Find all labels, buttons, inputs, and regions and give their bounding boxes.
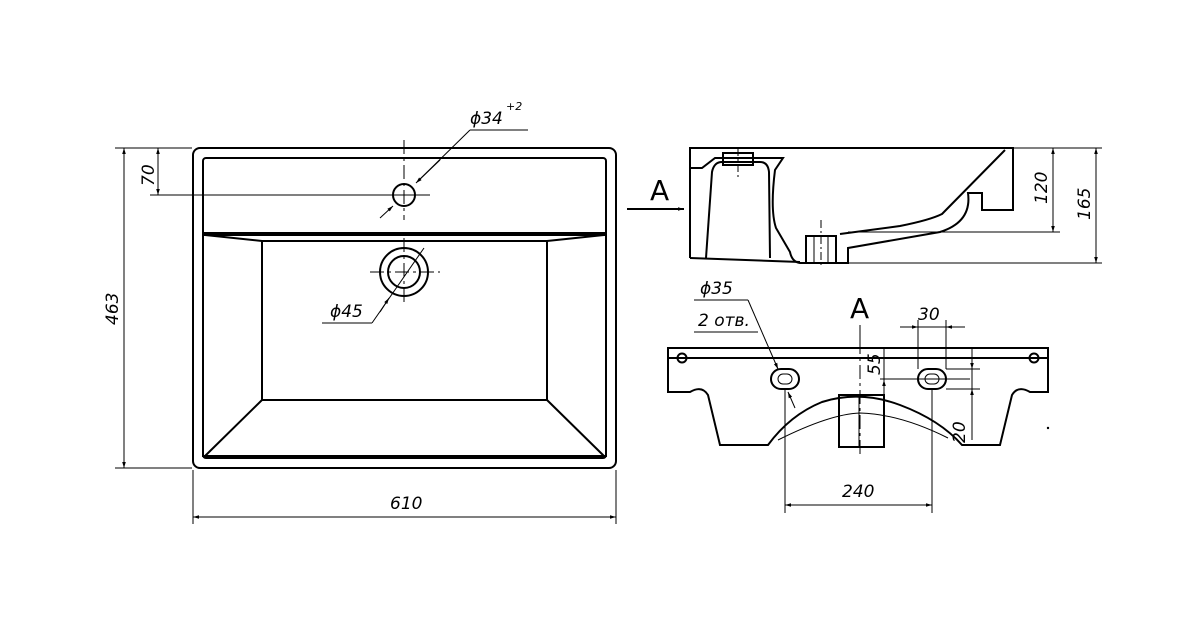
front-bowl-edge — [777, 412, 949, 441]
front-corner-hole-left — [676, 352, 688, 364]
top-view: ϕ34 +2 ϕ45 610 463 70 — [103, 100, 617, 524]
tap-hole-tolerance: +2 — [506, 100, 522, 113]
side-bowl-slope — [839, 149, 1006, 235]
depth-dim-label: 463 — [103, 293, 123, 325]
drain-label: ϕ45 — [330, 302, 363, 322]
side-view-marker: A — [650, 174, 669, 207]
front-drain-pipe — [838, 394, 885, 448]
bowl-corner-tr — [546, 234, 605, 242]
mount-hole-leader-2 — [787, 391, 796, 409]
front-view: A ϕ35 2 отв. 30 — [667, 279, 1050, 513]
slot-offset-label: 20 — [950, 421, 970, 443]
side-view: A 120 165 — [627, 147, 1102, 268]
bowl-depth-label: 120 — [1032, 172, 1052, 204]
drain-arrow — [379, 297, 390, 313]
front-outline — [667, 347, 1049, 446]
stray-dot — [1046, 426, 1050, 430]
width-dim-label: 610 — [390, 494, 422, 514]
mount-hole-label: ϕ35 — [700, 279, 733, 299]
bowl-corner-tl — [204, 234, 263, 242]
mount-hole-count: 2 отв. — [698, 311, 750, 331]
front-view-marker: A — [850, 292, 869, 325]
side-bottom — [689, 257, 801, 263]
slot-width-label: 30 — [918, 305, 940, 325]
hole-spacing-label: 240 — [842, 482, 874, 502]
front-corner-hole-right — [1028, 352, 1040, 364]
bowl-corner-bl — [204, 399, 263, 457]
tap-hole-arrow-in — [415, 159, 441, 184]
bowl-corner-br — [546, 399, 605, 457]
total-height-label: 165 — [1075, 188, 1095, 220]
bowl-outer — [202, 234, 607, 457]
slot-height-label: 55 — [865, 353, 885, 375]
tap-hole-label: ϕ34 — [470, 109, 503, 129]
tap-hole-arrow-out — [379, 205, 394, 219]
front-slot-left — [770, 368, 800, 390]
side-pedestal — [705, 161, 771, 259]
mount-hole-leader — [747, 299, 779, 370]
offset-dim-label: 70 — [139, 164, 159, 186]
